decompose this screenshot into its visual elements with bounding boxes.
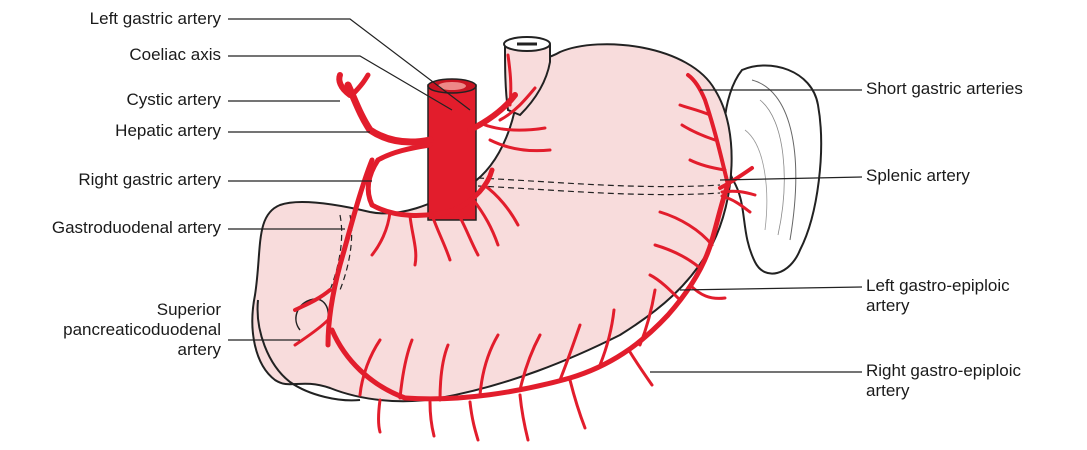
label-line-2: pancreaticoduodenal bbox=[1, 320, 221, 340]
label-line-2: artery bbox=[866, 296, 1076, 316]
label-line-2: artery bbox=[866, 381, 1076, 401]
label-left-gastric-artery: Left gastric artery bbox=[90, 9, 221, 29]
label-gastroduodenal-artery: Gastroduodenal artery bbox=[52, 218, 221, 238]
label-coeliac-axis: Coeliac axis bbox=[129, 45, 221, 65]
spleen bbox=[724, 65, 821, 273]
label-right-gastro-epiploic-artery: Right gastro-epiploic artery bbox=[866, 361, 1076, 401]
label-superior-pancreaticoduodenal-artery: Superior pancreaticoduodenal artery bbox=[1, 300, 221, 360]
label-line-1: Left gastro-epiploic bbox=[866, 276, 1076, 296]
label-line-3: artery bbox=[1, 340, 221, 360]
label-short-gastric-arteries: Short gastric arteries bbox=[866, 79, 1023, 99]
label-splenic-artery: Splenic artery bbox=[866, 166, 970, 186]
label-right-gastric-artery: Right gastric artery bbox=[78, 170, 221, 190]
label-cystic-artery: Cystic artery bbox=[127, 90, 221, 110]
label-left-gastro-epiploic-artery: Left gastro-epiploic artery bbox=[866, 276, 1076, 316]
label-line-1: Superior bbox=[1, 300, 221, 320]
label-hepatic-artery: Hepatic artery bbox=[115, 121, 221, 141]
label-line-1: Right gastro-epiploic bbox=[866, 361, 1076, 381]
